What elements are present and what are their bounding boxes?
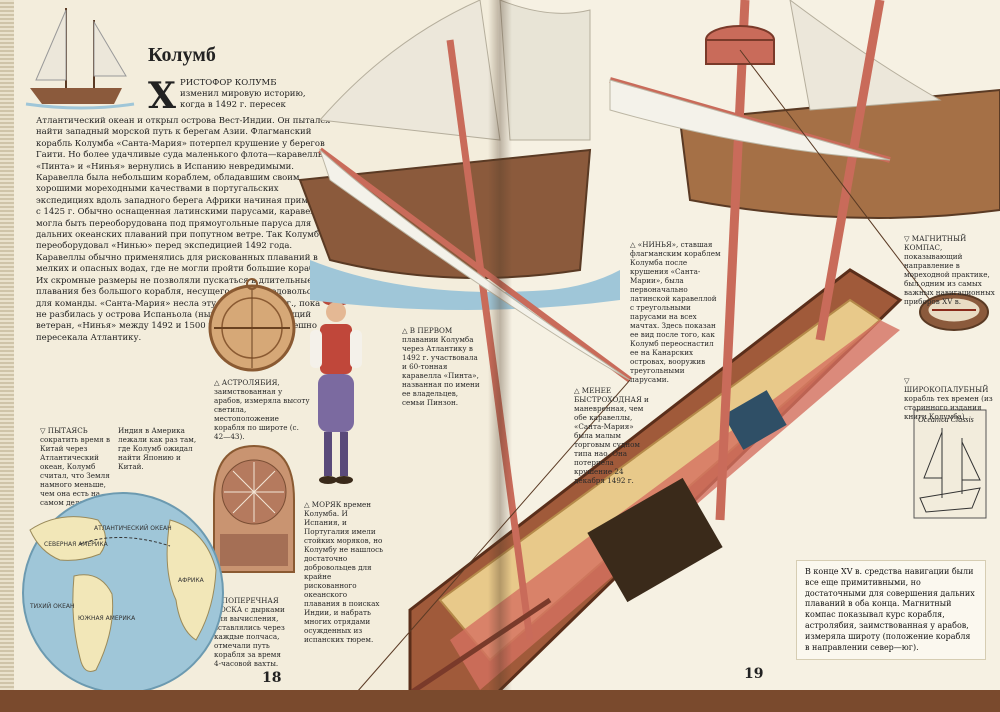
navigation-info-box: В конце XV в. средства навигации были вс… (796, 560, 986, 661)
page-number-left: 18 (262, 670, 282, 686)
body-text: Атлантический океан и открыл острова Вес… (36, 116, 332, 343)
caption-woodcut-ship: ▽ ШИРОКОПАЛУБНЫЙ корабль тех времен (из … (904, 376, 993, 421)
map-label-atlantic: АТЛАНТИЧЕСКИЙ ОКЕАН (94, 525, 172, 532)
astrolabe-illustration (208, 278, 296, 372)
page-number-right: 19 (744, 666, 764, 682)
caption-india: Индия в Америка лежали как раз там, где … (118, 426, 197, 471)
caption-santa-maria: △ МЕНЕЕ БЫСТРОХОДНАЯ и маневренная, чем … (574, 386, 649, 485)
map-label-south-america: ЮЖНАЯ АМЕРИКА (78, 615, 136, 622)
drop-cap: Х (148, 75, 176, 117)
caption-first-voyage: △ В ПЕРВОМ плавании Колумба через Атлант… (402, 326, 480, 407)
santa-maria-illustration (298, 0, 1000, 700)
map-label-pacific: ТИХИЙ ОКЕАН (29, 603, 75, 610)
caption-compass: ▽ МАГНИТНЫЙ КОМПАС, показывающий направл… (904, 234, 995, 306)
page-edge (0, 0, 14, 700)
caravel-small-illustration (25, 8, 135, 110)
traverse-board-illustration (213, 444, 295, 573)
woodcut-illustration: Oceanica Classis (913, 409, 987, 519)
book-cover-edge (0, 690, 1000, 712)
magnetic-compass-illustration (919, 293, 989, 331)
caption-sailor: △ МОРЯК времен Колумба. И Испания, и Пор… (304, 500, 384, 644)
book-spine (488, 0, 512, 700)
world-map-globe: СЕВЕРНАЯ АМЕРИКА АТЛАНТИЧЕСКИЙ ОКЕАН АФР… (22, 492, 224, 694)
map-label-africa: АФРИКА (178, 577, 205, 584)
page-title: Колумб (148, 44, 216, 66)
caption-trying: ▽ ПЫТАЯСЬ сократить время в Китай через … (40, 426, 111, 507)
caption-astrolabe: △ АСТРОЛЯБИЯ, заимствованная у арабов, и… (214, 378, 310, 441)
caption-ninya: △ «НИНЬЯ», ставшая флагманским кораблем … (630, 240, 721, 384)
woodcut-caption: Oceanica Classis (918, 415, 974, 424)
map-label-north-america: СЕВЕРНАЯ АМЕРИКА (44, 541, 109, 548)
intro-text: РИСТОФОР КОЛУМБ изменил мировую историю,… (180, 78, 306, 110)
caption-traverse-board: △ ПОПЕРЕЧНАЯ ДОСКА с дырками для вычисле… (214, 596, 285, 668)
